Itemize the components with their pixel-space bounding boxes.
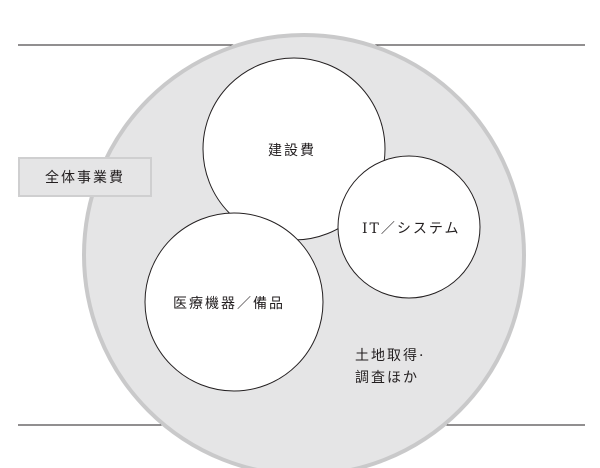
medical-label: 医療機器／備品 [173,296,285,312]
construction-label: 建設費 [268,143,316,159]
it-label: IT／システム [362,221,461,237]
remainder-label-line2: 調査ほか [355,370,419,386]
total-cost-label-box: 全体事業費 [18,157,152,197]
remainder-label-line1: 土地取得· [355,348,426,364]
total-cost-label: 全体事業費 [45,170,125,186]
medical-circle [144,212,324,392]
it-circle [337,155,481,299]
